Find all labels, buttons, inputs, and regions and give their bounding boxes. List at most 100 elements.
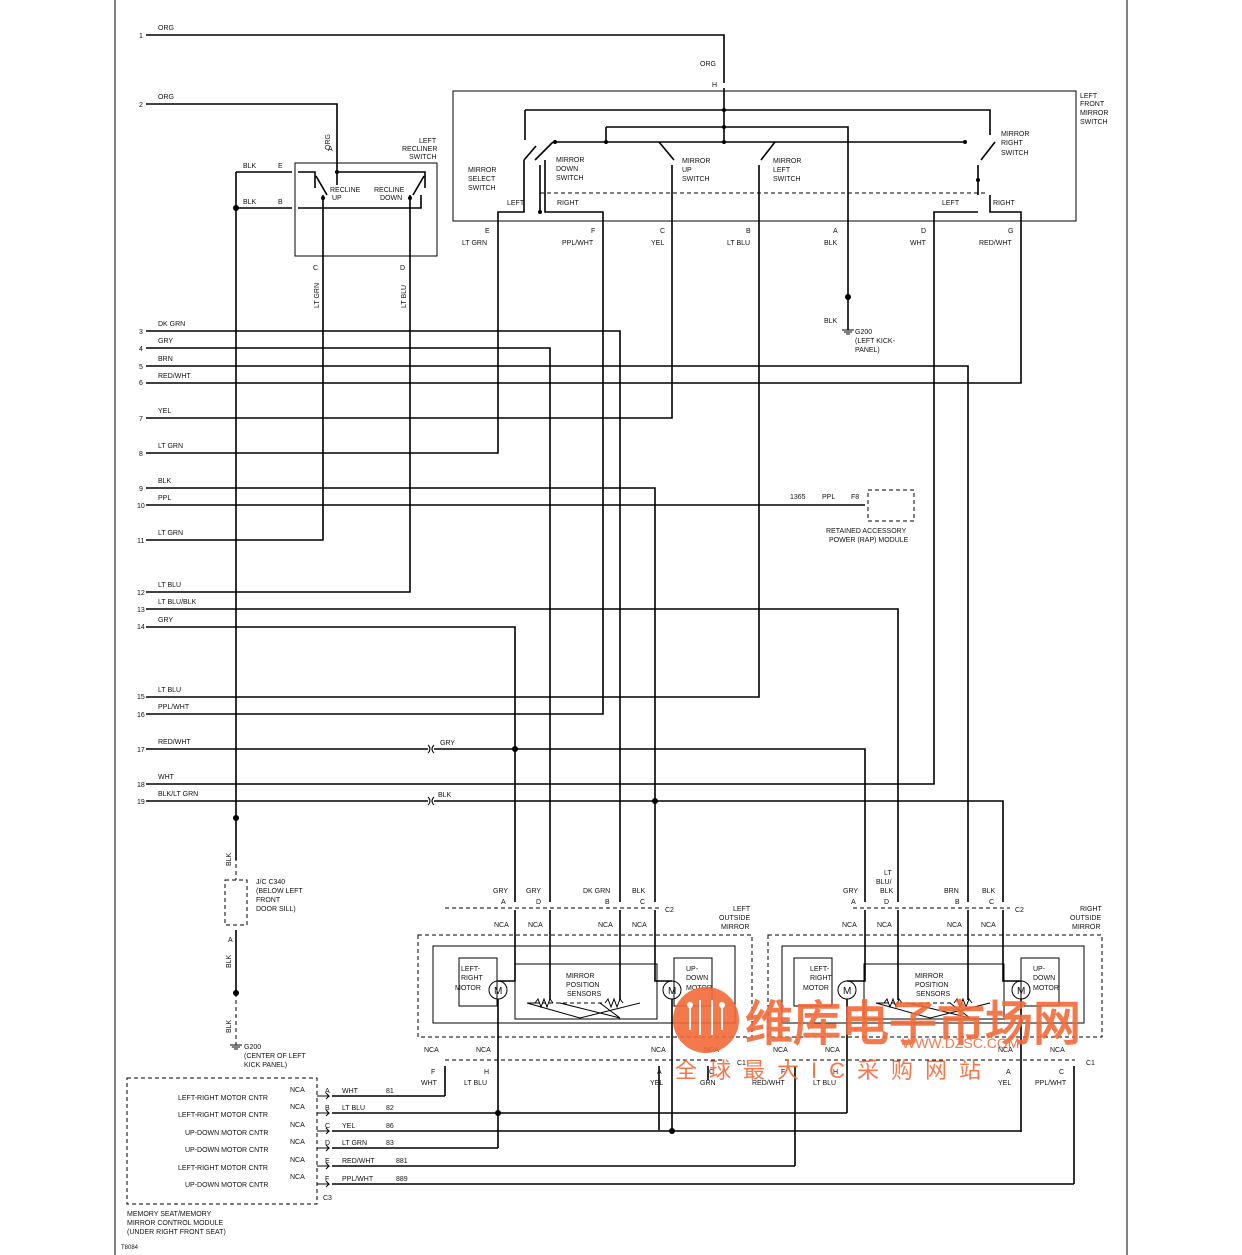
jc-label-3: FRONT: [256, 897, 281, 904]
pin-label: 18: [137, 782, 145, 789]
recline-down-1: RECLINE: [374, 187, 405, 194]
nca-label: NCA: [947, 922, 962, 929]
module-title-3: (UNDER RIGHT FRONT SEAT): [127, 1229, 226, 1236]
g200-label-1: G200: [855, 329, 872, 336]
harness-wires: [146, 34, 1022, 902]
mirror-down-2: DOWN: [556, 166, 578, 173]
mirror-left-3: SWITCH: [773, 176, 801, 183]
nca-label: NCA: [424, 1047, 439, 1054]
term-color: RED/WHT: [979, 240, 1012, 247]
nca-label: NCA: [494, 922, 509, 929]
wire-color-label: LT BLU: [158, 582, 181, 589]
lr-motor-1: LEFT-: [461, 966, 481, 973]
rap-circuit: 1365: [790, 494, 806, 501]
nca-label: NCA: [877, 922, 892, 929]
module-row-color: YEL: [342, 1123, 355, 1130]
pin-label: 4: [139, 346, 143, 353]
module-row-term: A: [325, 1088, 330, 1095]
term-label: B: [746, 228, 751, 235]
pin-label: 17: [137, 747, 145, 754]
pin-label: 7: [139, 416, 143, 423]
mirror-left-1: MIRROR: [773, 158, 801, 165]
ground-label-3: KICK PANEL): [244, 1062, 287, 1069]
lr-motor-2: RIGHT: [461, 975, 484, 982]
motor-m: M: [1017, 986, 1025, 997]
sensors-1: MIRROR: [915, 973, 943, 980]
pin-label: 1: [139, 33, 143, 40]
wire-color-label: RED/WHT: [158, 373, 191, 380]
c2-term: D: [536, 899, 541, 906]
c2-term: C: [640, 899, 645, 906]
c1-term: F: [781, 1069, 785, 1076]
pin-label: 11: [137, 538, 144, 545]
pin-label: 14: [137, 624, 145, 631]
figure-id: T8084: [121, 1245, 139, 1251]
c2-color: BLK: [880, 888, 894, 895]
term-color: LT BLU: [727, 240, 750, 247]
jc-wire-top: BLK: [226, 852, 233, 866]
mirror-right-3: SWITCH: [1001, 150, 1029, 157]
module-row-name: LEFT-RIGHT MOTOR CNTR: [178, 1165, 268, 1172]
mirror-up-3: SWITCH: [682, 176, 710, 183]
rap-module: 1365 PPL F8 RETAINED ACCESSORY POWER (RA…: [790, 489, 915, 544]
sensors-3: SENSORS: [916, 991, 951, 998]
right-switch-right-label: RIGHT: [993, 200, 1016, 207]
jc-label-2: (BELOW LEFT: [256, 888, 303, 895]
watermark-brand: 维库电子市场网: [745, 998, 1081, 1051]
recliner-title-1: LEFT: [419, 138, 437, 145]
wire-color-label: WHT: [158, 774, 175, 781]
wire-color-label: GRY: [158, 338, 173, 345]
left-front-mirror-switch: LEFT FRONT MIRROR SWITCH ORG H MIRROR SE…: [452, 61, 1108, 228]
nca-label: NCA: [476, 1047, 491, 1054]
term-label: D: [921, 228, 926, 235]
recliner-title-3: SWITCH: [409, 154, 437, 161]
mirror-up-2: UP: [682, 167, 692, 174]
recliner-title-2: RECLINER: [402, 146, 437, 153]
nca-label: NCA: [528, 922, 543, 929]
rap-label-2: POWER (RAP) MODULE: [829, 537, 909, 544]
harness-pin-numbers: 1 2 3 4 5 6 7 8 9 10 11 12 13 14 15 16 1…: [137, 33, 145, 806]
c2-color: GRY: [526, 888, 541, 895]
right-switch-left-label: LEFT: [942, 200, 960, 207]
harness-wire-colors: ORG ORG DK GRN GRY BRN RED/WHT YEL LT GR…: [158, 25, 198, 798]
ground-g200-kick-panel: BLK G200 (LEFT KICK- PANEL): [824, 228, 896, 354]
lr-motor-1: LEFT-: [810, 966, 830, 973]
wire-color-label: RED/WHT: [158, 739, 191, 746]
c2-color: BRN: [944, 888, 959, 895]
wire-color-label: GRY: [158, 617, 173, 624]
wire-color-label: ORG: [158, 25, 174, 32]
nca-label: NCA: [998, 1047, 1013, 1054]
module-row-name: UP-DOWN MOTOR CNTR: [185, 1182, 268, 1189]
wire-color-label: LT BLU: [158, 687, 181, 694]
mirror-select-3: SWITCH: [468, 185, 496, 192]
c2-term: B: [605, 899, 610, 906]
module-row-circuit: 881: [396, 1158, 408, 1165]
wire-color-label: LT GRN: [158, 443, 183, 450]
c1-color: YEL: [998, 1080, 1011, 1087]
c2-connector: C2: [665, 907, 674, 914]
module-row-circuit: 82: [386, 1105, 394, 1112]
pin-label: 3: [139, 329, 143, 336]
ud-motor-3: MOTOR: [1033, 985, 1059, 992]
module-row-color: WHT: [342, 1088, 359, 1095]
module-row-name: UP-DOWN MOTOR CNTR: [185, 1130, 268, 1137]
term-color: LT GRN: [462, 240, 487, 247]
c1-term: C: [1059, 1069, 1064, 1076]
mirror-down-3: SWITCH: [556, 175, 584, 182]
lr-motor-3: MOTOR: [455, 985, 481, 992]
mirror-down-1: MIRROR: [556, 157, 584, 164]
nca-label: NCA: [773, 1047, 788, 1054]
mirror-switch-title-4: SWITCH: [1080, 119, 1108, 126]
term-label: G: [1008, 228, 1013, 235]
c1-term: A: [657, 1069, 662, 1076]
g200-label-3: PANEL): [855, 347, 880, 354]
rap-color: PPL: [822, 494, 835, 501]
wire-color-label: ORG: [158, 94, 174, 101]
pin-label: 8: [139, 451, 143, 458]
wire-color-label: PPL/WHT: [158, 704, 190, 711]
nca-label: NCA: [1050, 1047, 1065, 1054]
c2-color: BLU/: [876, 879, 892, 886]
recliner-term-d: D: [400, 265, 405, 272]
wire-color-label: PPL: [158, 495, 171, 502]
